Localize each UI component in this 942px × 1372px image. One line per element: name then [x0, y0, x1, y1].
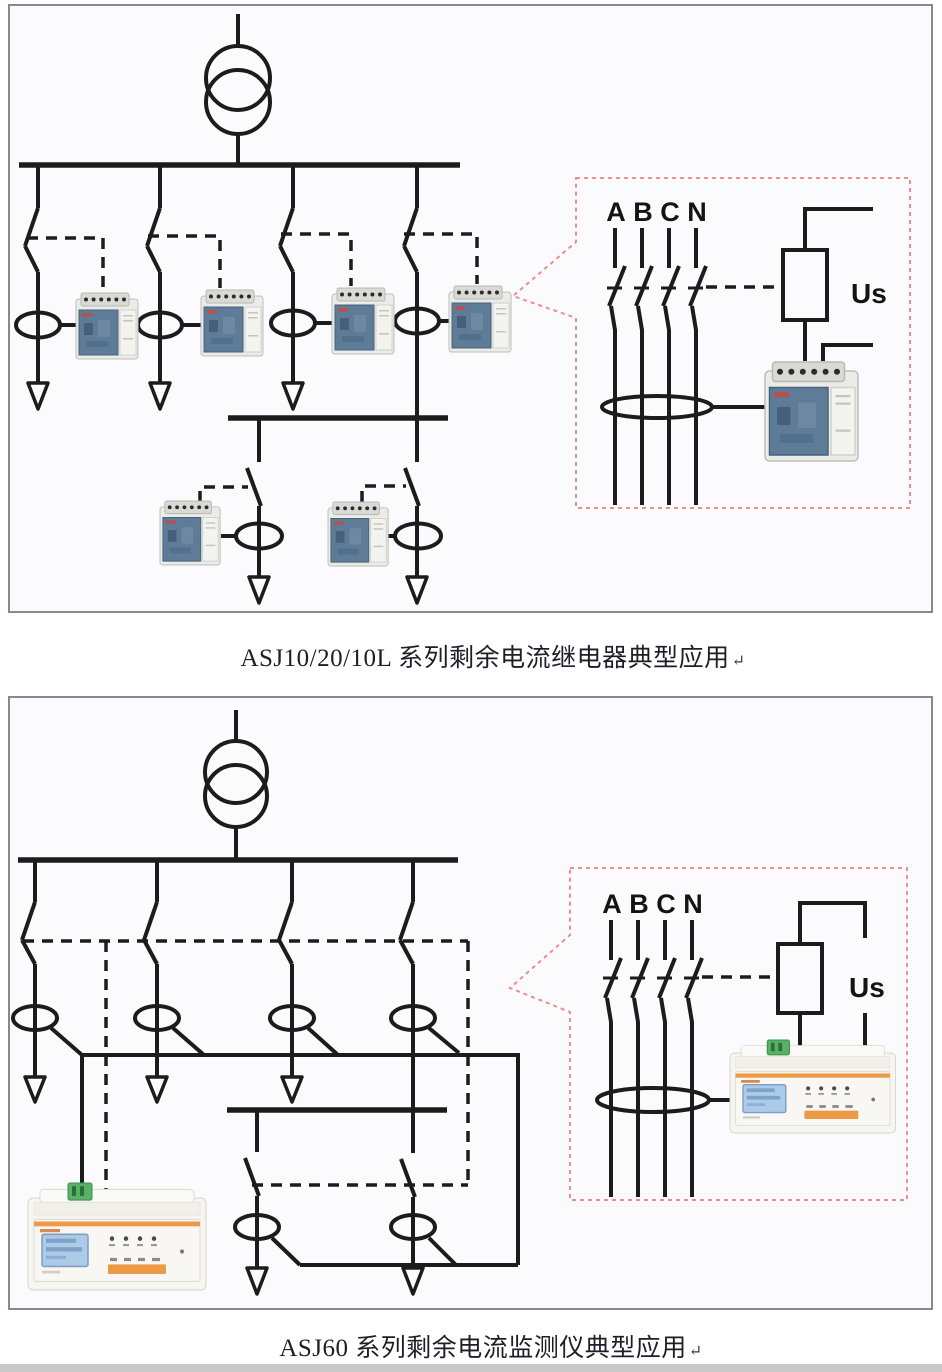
feeder-4: [389, 860, 461, 1110]
return-mark-icon: ↵: [688, 1343, 703, 1360]
load-arrow-icon: [247, 575, 271, 605]
load-arrow-icon: [401, 1266, 425, 1296]
feeder-1: [11, 860, 84, 1104]
ct-ring: [233, 1213, 281, 1241]
asj10-diagram-svg: A B C N Us: [14, 14, 911, 605]
phase-label-c: C: [660, 197, 680, 227]
asj10-relay-device: [159, 500, 221, 566]
detail-callout-box: A B C N Us: [511, 177, 911, 509]
feeder-3: [268, 860, 340, 1104]
feeder-1: [14, 165, 76, 411]
asj10-relay-device: [200, 289, 264, 357]
phase-lines-with-breakers: [603, 920, 704, 1197]
transformer-icon: [203, 710, 269, 860]
asj10-relay-device: [331, 287, 395, 355]
output-contact-box: [776, 942, 824, 1015]
feeder-4: [393, 165, 450, 418]
load-arrow-icon: [281, 381, 305, 411]
phase-lines-with-breakers: [607, 228, 708, 505]
sub-feeder-1: [233, 1110, 281, 1296]
phase-label-a: A: [602, 889, 622, 919]
load-arrow-icon: [26, 381, 50, 411]
ct-ring: [11, 1004, 59, 1032]
ct-ring: [268, 1004, 316, 1032]
caption-asj60-text: ASJ60 系列剩余电流监测仪典型应用: [279, 1335, 687, 1362]
phase-label-n: N: [683, 889, 703, 919]
phase-label-a: A: [606, 197, 626, 227]
feeder-2: [133, 860, 206, 1104]
sub-feeder-1: [221, 418, 284, 605]
asj10-relay-device: [75, 292, 139, 360]
diagram-panel-asj10: A B C N Us: [8, 4, 933, 613]
ct-signal-collection-wires: [80, 1053, 520, 1267]
control-dashed-wires: [27, 232, 479, 502]
ct-ring: [389, 1213, 437, 1241]
transformer-icon: [204, 14, 272, 165]
detail-callout-box: A B C N Us: [508, 867, 908, 1201]
return-mark-icon: ↵: [731, 653, 746, 670]
caption-asj10-text: ASJ10/20/10L 系列剩余电流继电器典型应用: [240, 645, 730, 672]
asj60-monitor-device: [27, 1182, 207, 1291]
supply-wire-top: [803, 207, 873, 250]
asj10-relay-device: [448, 285, 512, 353]
load-arrow-icon: [145, 1075, 169, 1104]
feeder-3: [269, 165, 333, 411]
load-arrow-icon: [405, 575, 429, 605]
load-arrow-icon: [280, 1075, 304, 1104]
control-dashed-wires: [23, 939, 470, 1192]
phase-label-c: C: [656, 889, 676, 919]
sub-feeder-2: [389, 1110, 437, 1296]
load-arrow-icon: [23, 1075, 47, 1104]
caption-asj10: ASJ10/20/10L 系列剩余电流继电器典型应用↵: [0, 638, 942, 674]
supply-voltage-label: Us: [851, 278, 887, 309]
callout-border: [508, 867, 908, 1201]
asj10-relay-device-large: [764, 361, 859, 462]
output-contact-box: [781, 248, 829, 322]
asj60-diagram-svg: A B C N Us: [11, 710, 908, 1296]
page-bottom-strip: [0, 1364, 942, 1372]
load-arrow-icon: [148, 381, 172, 411]
callout-border: [511, 177, 911, 509]
caption-asj60: ASJ60 系列剩余电流监测仪典型应用↵: [0, 1328, 942, 1364]
supply-voltage-label: Us: [849, 972, 885, 1003]
ct-ring: [133, 1004, 181, 1032]
phase-label-b: B: [633, 197, 653, 227]
supply-wire-top: [798, 901, 867, 944]
load-arrow-icon: [245, 1266, 269, 1296]
diagram-panel-asj60: A B C N Us: [8, 696, 933, 1310]
sub-feeder-2: [388, 418, 443, 605]
asj10-relay-device: [327, 501, 389, 567]
phase-label-n: N: [687, 197, 707, 227]
ct-ring: [389, 1004, 437, 1032]
asj60-monitor-device: [729, 1039, 897, 1134]
phase-label-b: B: [629, 889, 649, 919]
supply-wire-bottom: [821, 343, 873, 361]
feeder-2: [136, 165, 201, 411]
